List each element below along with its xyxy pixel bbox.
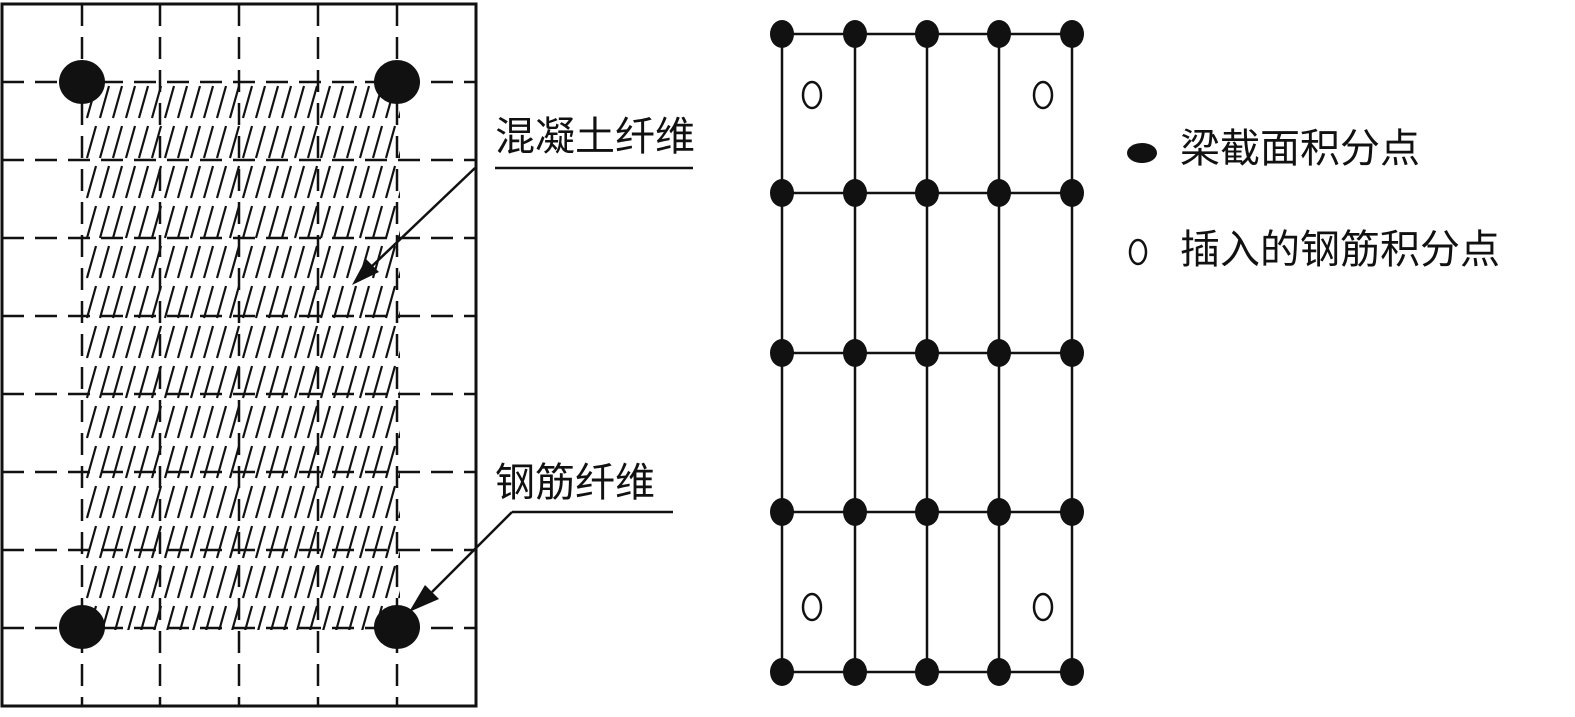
rebar-fiber-dot — [374, 605, 420, 649]
beam-integration-points — [770, 20, 1084, 686]
rebar-leader-line — [431, 511, 513, 593]
rebar-fiber-dot — [59, 605, 105, 649]
beam-integration-dot — [1060, 498, 1084, 526]
beam-integration-dot — [987, 179, 1011, 207]
beam-integration-dot — [770, 498, 794, 526]
beam-integration-dot — [843, 20, 867, 48]
beam-integration-dot — [770, 179, 794, 207]
rebar-integration-circle — [801, 80, 823, 110]
fiber-mesh-grid — [0, 2, 478, 708]
beam-integration-dot — [1060, 179, 1084, 207]
rebar-arrow-head — [409, 585, 439, 612]
concrete-arrow-head — [352, 259, 379, 285]
rebar-fiber-dot — [59, 60, 105, 104]
beam-integration-dot — [987, 20, 1011, 48]
concrete-fiber-label: 混凝土纤维 — [495, 114, 695, 160]
beam-integration-dot — [987, 339, 1011, 367]
rebar-integration-circle — [801, 592, 823, 622]
legend-item-rebar-point: 插入的钢筋积分点 — [1128, 227, 1500, 273]
beam-integration-dot — [843, 498, 867, 526]
beam-integration-dot — [915, 20, 939, 48]
beam-integration-dot — [987, 658, 1011, 686]
legend: 梁截面积分点 插入的钢筋积分点 — [1127, 126, 1500, 273]
beam-integration-dot — [843, 658, 867, 686]
beam-integration-dot — [1060, 339, 1084, 367]
concrete-leader-line — [369, 167, 476, 269]
beam-integration-dot — [987, 498, 1011, 526]
fiber-section-figure: 混凝土纤维 钢筋纤维 — [0, 2, 695, 708]
beam-integration-dot — [1060, 20, 1084, 48]
rebar-fiber-label: 钢筋纤维 — [495, 460, 655, 506]
legend-label: 梁截面积分点 — [1180, 126, 1420, 172]
integration-point-figure — [770, 20, 1084, 686]
legend-item-beam-point: 梁截面积分点 — [1127, 126, 1420, 172]
filled-dot-icon — [1127, 143, 1157, 163]
beam-integration-dot — [843, 339, 867, 367]
beam-integration-dot — [843, 179, 867, 207]
rebar-fiber-dots — [59, 60, 420, 649]
beam-integration-dot — [915, 658, 939, 686]
beam-integration-dot — [770, 339, 794, 367]
rebar-integration-circle — [1032, 80, 1054, 110]
beam-integration-dot — [770, 658, 794, 686]
beam-integration-dot — [915, 498, 939, 526]
hollow-circle-icon — [1128, 238, 1148, 266]
concrete-fiber-hatch — [85, 82, 400, 630]
beam-integration-dot — [915, 339, 939, 367]
beam-integration-dot — [915, 179, 939, 207]
rebar-integration-points — [801, 80, 1054, 622]
rebar-integration-circle — [1032, 592, 1054, 622]
rebar-fiber-dot — [374, 60, 420, 104]
beam-integration-dot — [770, 20, 794, 48]
legend-label: 插入的钢筋积分点 — [1180, 227, 1500, 273]
beam-integration-dot — [1060, 658, 1084, 686]
